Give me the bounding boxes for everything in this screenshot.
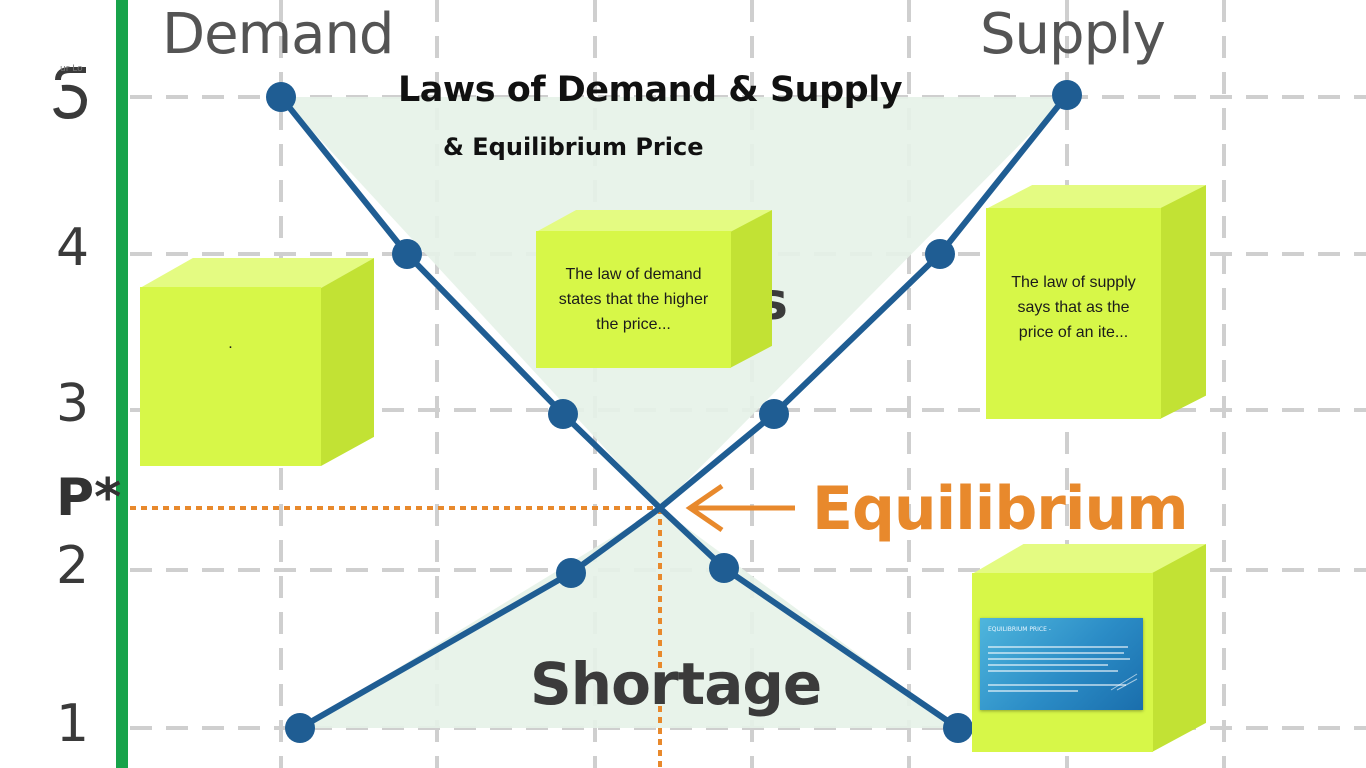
demand-label: Demand — [162, 2, 394, 67]
supply-label: Supply — [980, 2, 1166, 67]
tick-4: 4 — [56, 218, 90, 278]
tick-1: 1 — [56, 694, 90, 754]
corner-tag: ur Lo — [60, 64, 83, 74]
tick-3: 3 — [56, 374, 90, 434]
thumbnail-decoration-icon — [1110, 673, 1138, 691]
demand-note-text: The law of demand states that the higher… — [536, 231, 731, 368]
page-subtitle: & Equilibrium Price — [443, 133, 704, 161]
supply-note-text: The law of supply says that as the price… — [986, 208, 1161, 419]
shortage-label: Shortage — [530, 650, 822, 718]
equilibrium-slide-thumbnail[interactable]: EQUILIBRIUM PRICE - — [980, 618, 1143, 710]
tick-2: 2 — [56, 536, 90, 596]
left-note-text: . — [140, 287, 321, 466]
thumbnail-title: EQUILIBRIUM PRICE - — [988, 626, 1051, 633]
equilibrium-label: Equilibrium — [812, 474, 1189, 544]
p-star-label: P* — [56, 468, 122, 528]
page-title: Laws of Demand & Supply — [398, 70, 903, 110]
